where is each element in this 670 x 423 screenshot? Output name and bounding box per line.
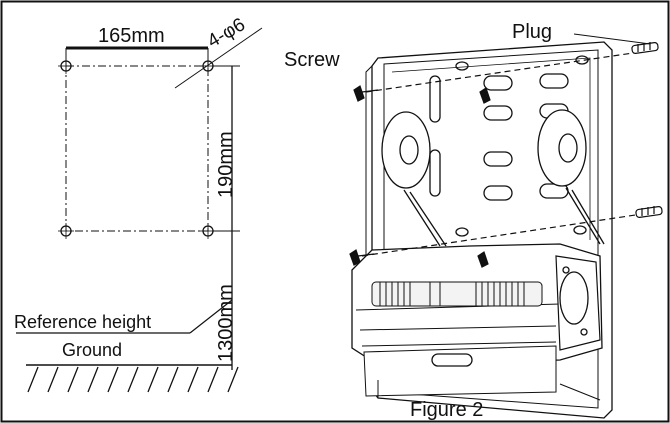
hole-spec-label: 4-φ6 (204, 14, 249, 52)
reference-height-label: Reference height (14, 312, 151, 332)
plug-icon (635, 206, 663, 218)
figure-caption: Figure 2 (410, 399, 483, 421)
rollers (371, 281, 543, 307)
ground-label: Ground (62, 340, 122, 360)
screw-icon (353, 85, 379, 102)
plug-icon (631, 42, 659, 54)
screw-icon (479, 87, 491, 104)
ground-hatching (27, 366, 239, 393)
mounting-template (16, 27, 263, 393)
screw-icon (349, 249, 375, 266)
plug-label: Plug (512, 21, 552, 43)
dispenser-illustration (351, 41, 613, 419)
screw-icon (477, 251, 489, 268)
roll-holder-left (381, 111, 447, 247)
height-dimension-label: 190mm (215, 131, 237, 198)
screw-label: Screw (284, 49, 340, 71)
fasteners (349, 33, 663, 268)
mounting-hole (58, 58, 74, 74)
roll-holder-right (537, 109, 605, 245)
mounting-hole (58, 223, 74, 239)
mount-height-label: 1300mm (215, 284, 237, 362)
width-dimension-label: 165mm (98, 25, 165, 47)
